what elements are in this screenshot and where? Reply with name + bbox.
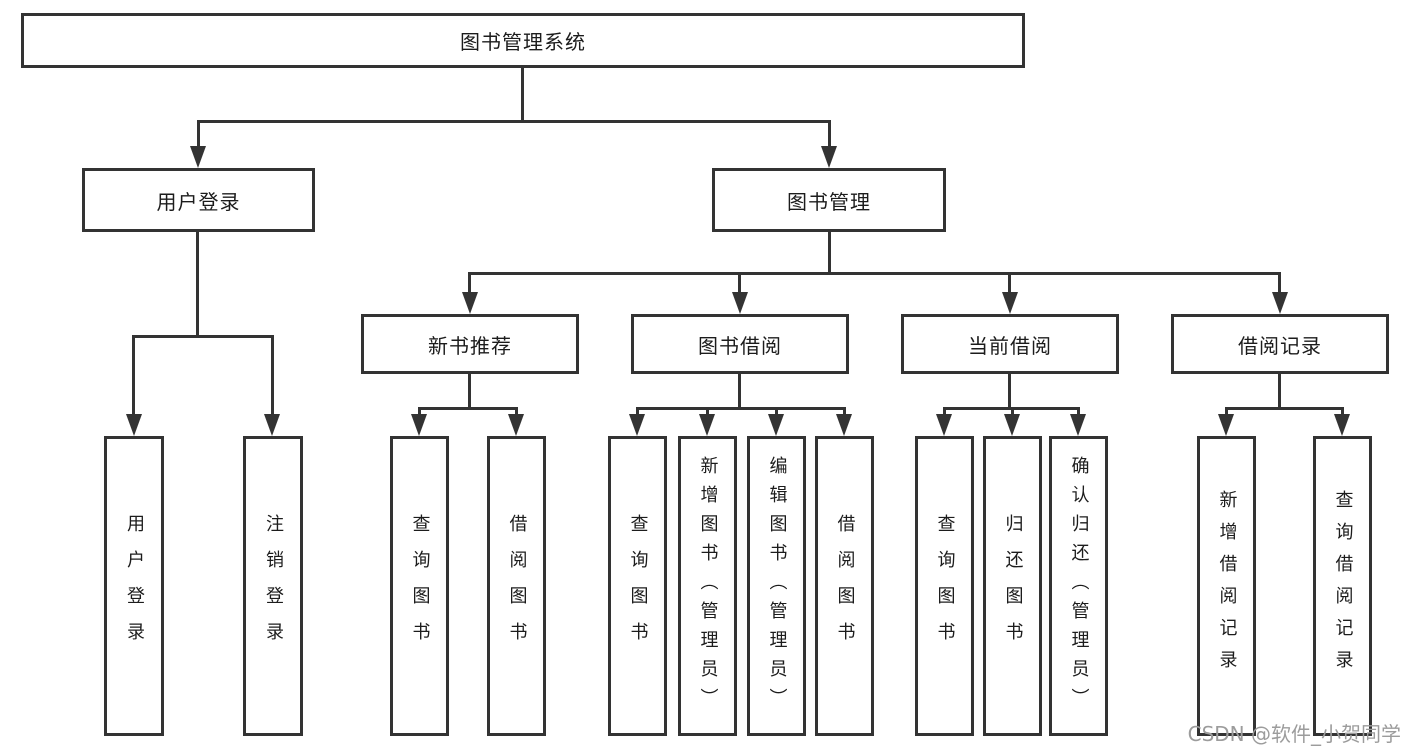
arrow-stub-edit-book: [775, 407, 778, 419]
leaf-query-books-borrow-label: 查询图书: [627, 514, 649, 658]
root-node: 图书管理系统: [21, 13, 1025, 68]
arrow-stub-query-borrow: [636, 407, 639, 419]
level3-hline: [469, 272, 1281, 275]
leaf-confirm-return-admin: 确认归还（管理员）: [1049, 436, 1108, 736]
leaf-add-borrow-record-label: 新增借阅记录: [1216, 490, 1238, 682]
leaf-borrow-books-2-label: 借阅图书: [834, 514, 856, 658]
node-book-borrow: 图书借阅: [631, 314, 849, 374]
level1-hline: [197, 120, 831, 123]
root-stub-line: [521, 68, 524, 122]
branch-book-management: 图书管理: [712, 168, 946, 232]
arrow-stub-leaf-logout: [271, 335, 274, 417]
arrowhead-query-borrow: [629, 414, 645, 436]
records-hline: [1225, 407, 1344, 410]
arrow-stub-return-book: [1011, 407, 1014, 419]
arrowhead-borrow-records: [1272, 292, 1288, 314]
arrowhead-user-login: [190, 146, 206, 168]
leaf-query-books-borrow: 查询图书: [608, 436, 667, 736]
node-new-book-recommend-label: 新书推荐: [428, 333, 512, 358]
leaf-return-book-label: 归还图书: [1002, 514, 1024, 658]
leaf-query-books-current-label: 查询图书: [934, 514, 956, 658]
node-borrow-records: 借阅记录: [1171, 314, 1389, 374]
arrow-stub-leaf-user-login: [132, 335, 135, 417]
node-current-borrow-label: 当前借阅: [968, 333, 1052, 358]
root-label: 图书管理系统: [460, 30, 586, 54]
arrowhead-new-book-recommend: [462, 292, 478, 314]
borrow-hline: [636, 407, 846, 410]
branch-user-login-label: 用户登录: [156, 189, 241, 214]
arrow-stub-borrow-book2: [843, 407, 846, 419]
leaf-borrow-books-2: 借阅图书: [815, 436, 874, 736]
leaf-return-book: 归还图书: [983, 436, 1042, 736]
leaf-query-books-recommend: 查询图书: [390, 436, 449, 736]
book-management-stub-line: [828, 232, 831, 274]
arrowhead-edit-book: [768, 414, 784, 436]
user-login-hline: [132, 335, 274, 338]
arrowhead-book-borrow: [732, 292, 748, 314]
arrow-stub-query-current: [943, 407, 946, 419]
leaf-logout: 注销登录: [243, 436, 303, 736]
arrowhead-return-book: [1004, 414, 1020, 436]
leaf-add-book-admin: 新增图书（管理员）: [678, 436, 737, 736]
records-stub-line: [1278, 374, 1281, 408]
arrowhead-query-record: [1334, 414, 1350, 436]
leaf-user-login-label: 用户登录: [124, 514, 145, 658]
leaf-edit-book-admin: 编辑图书（管理员）: [747, 436, 806, 736]
branch-user-login: 用户登录: [82, 168, 315, 232]
arrow-stub-book-management: [828, 120, 831, 152]
leaf-add-borrow-record: 新增借阅记录: [1197, 436, 1256, 736]
arrow-stub-borrow-recommend: [515, 407, 518, 419]
branch-book-management-label: 图书管理: [787, 189, 871, 214]
leaf-query-books-current: 查询图书: [915, 436, 974, 736]
watermark: CSDN @软件_小贺同学: [1187, 722, 1401, 746]
arrowhead-query-current: [936, 414, 952, 436]
arrowhead-borrow-recommend: [508, 414, 524, 436]
arrow-stub-add-book: [706, 407, 709, 419]
recommend-hline: [418, 407, 518, 410]
arrowhead-confirm-return: [1070, 414, 1086, 436]
leaf-query-books-recommend-label: 查询图书: [409, 514, 431, 658]
node-current-borrow: 当前借阅: [901, 314, 1119, 374]
arrowhead-current-borrow: [1002, 292, 1018, 314]
node-borrow-records-label: 借阅记录: [1238, 333, 1322, 358]
leaf-query-borrow-record-label: 查询借阅记录: [1332, 490, 1354, 682]
arrow-stub-add-record: [1225, 407, 1228, 419]
arrow-stub-current-borrow: [1008, 272, 1011, 296]
leaf-user-login: 用户登录: [104, 436, 164, 736]
current-stub-line: [1008, 374, 1011, 408]
arrowhead-add-record: [1218, 414, 1234, 436]
leaf-edit-book-admin-label: 编辑图书（管理员）: [766, 455, 788, 717]
leaf-borrow-books-recommend: 借阅图书: [487, 436, 546, 736]
user-login-stub-line: [196, 232, 199, 338]
arrowhead-add-book: [699, 414, 715, 436]
arrow-stub-user-login: [197, 120, 200, 152]
arrowhead-query-recommend: [411, 414, 427, 436]
arrowhead-leaf-logout: [264, 414, 280, 436]
arrowhead-borrow-book2: [836, 414, 852, 436]
arrow-stub-query-recommend: [418, 407, 421, 419]
arrow-stub-confirm-return: [1077, 407, 1080, 419]
recommend-stub-line: [468, 374, 471, 408]
arrow-stub-query-record: [1341, 407, 1344, 419]
leaf-borrow-books-recommend-label: 借阅图书: [506, 514, 528, 658]
node-new-book-recommend: 新书推荐: [361, 314, 579, 374]
arrow-stub-borrow-records: [1278, 272, 1281, 296]
arrowhead-book-management: [821, 146, 837, 168]
arrow-stub-book-borrow: [738, 272, 741, 296]
leaf-confirm-return-admin-label: 确认归还（管理员）: [1068, 455, 1090, 717]
leaf-logout-label: 注销登录: [263, 514, 284, 658]
arrowhead-leaf-user-login: [126, 414, 142, 436]
leaf-add-book-admin-label: 新增图书（管理员）: [697, 455, 719, 717]
arrow-stub-new-book-recommend: [468, 272, 471, 296]
leaf-query-borrow-record: 查询借阅记录: [1313, 436, 1372, 736]
node-book-borrow-label: 图书借阅: [698, 333, 782, 358]
borrow-stub-line: [738, 374, 741, 408]
